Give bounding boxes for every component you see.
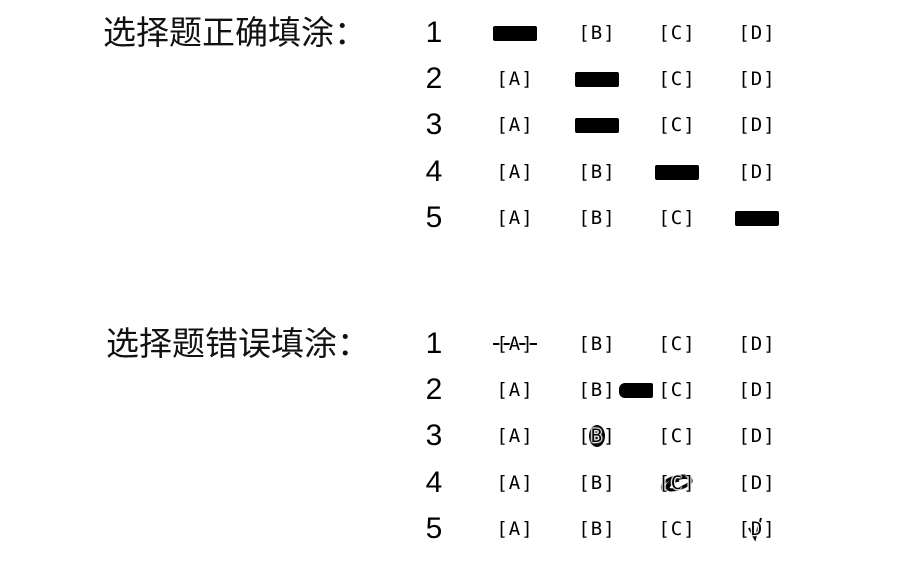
answer-option: [B] — [578, 517, 616, 540]
answer-option: [B] — [578, 333, 616, 355]
filled-mark — [575, 118, 619, 134]
question-number: 4 — [425, 154, 443, 188]
answer-option: [C] — [658, 22, 696, 44]
question-number: 3 — [425, 108, 443, 142]
strike-line — [493, 343, 537, 345]
answer-option: [A] — [496, 206, 534, 229]
answer-option: [C] — [658, 114, 696, 137]
answer-option: [C] — [658, 68, 696, 91]
answer-option: [B] — [578, 160, 616, 183]
filled-mark — [575, 72, 619, 88]
question-number: 4 — [425, 465, 443, 499]
dot-mark — [589, 425, 605, 448]
answer-option: [D] — [738, 471, 776, 494]
answer-option: [D] — [738, 68, 776, 91]
answer-option: [A] — [496, 114, 534, 137]
answer-option: [B] — [578, 471, 616, 494]
answer-option: [C] — [658, 517, 696, 540]
answer-option: [D] — [738, 114, 776, 137]
answer-option: [D] — [738, 333, 776, 355]
question-number: 2 — [425, 62, 443, 96]
answer-option: [A] — [496, 68, 534, 91]
question-number: 2 — [425, 373, 443, 407]
check-mark — [748, 517, 762, 542]
answer-option: [A] — [496, 379, 534, 402]
answer-option: [C] — [658, 425, 696, 448]
scribble-mark — [660, 474, 693, 492]
answer-option: [C] — [658, 379, 696, 402]
answer-option: [B] — [578, 379, 616, 402]
answer-option: [C] — [658, 206, 696, 229]
answer-option: [D] — [738, 22, 776, 44]
answer-option: [A] — [496, 517, 534, 540]
question-number: 5 — [425, 200, 443, 234]
answer-option: [C] — [658, 471, 696, 494]
answer-option: [D] — [738, 379, 776, 402]
answer-option: [A] — [496, 160, 534, 183]
answer-option: [D] — [738, 425, 776, 448]
correct-fill-label: 选择题正确填涂： — [103, 13, 367, 52]
answer-option: [A] — [496, 333, 534, 355]
answer-option: [D] — [738, 517, 776, 540]
question-number: 5 — [425, 511, 443, 545]
answer-option: [B] — [578, 22, 616, 44]
answer-option: [C] — [658, 333, 696, 355]
filled-mark — [735, 210, 779, 226]
answer-option: [D] — [738, 160, 776, 183]
wrong-fill-label: 选择题错误填涂： — [106, 324, 370, 363]
overflow-mark — [619, 383, 653, 399]
question-number: 1 — [425, 16, 443, 49]
answer-option: [A] — [496, 471, 534, 494]
answer-option: [B] — [578, 206, 616, 229]
answer-option: [A] — [496, 425, 534, 448]
filled-mark — [493, 26, 537, 41]
question-number: 3 — [425, 419, 443, 453]
question-number: 1 — [425, 327, 443, 360]
answer-option: [B] — [578, 425, 616, 448]
filled-mark — [655, 164, 699, 180]
